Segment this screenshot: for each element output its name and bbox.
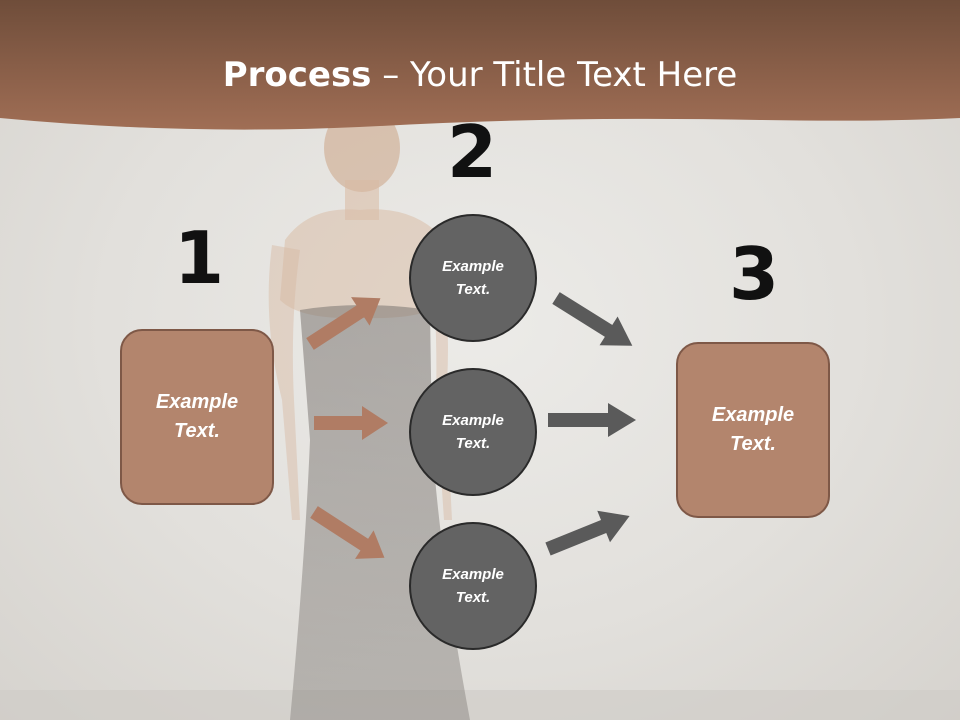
circle-middle-text: Example Text. [442, 412, 504, 452]
step-1-text: Example Text. [155, 391, 239, 442]
title-banner [0, 0, 960, 130]
arrow-to-top-circle [306, 297, 381, 350]
page-title: Process – Your Title Text Here [0, 55, 960, 95]
arrows-right-group [545, 292, 636, 556]
title-rest: – Your Title Text Here [371, 55, 738, 95]
arrow-from-bottom-circle [545, 510, 630, 556]
arrow-from-top-circle [552, 292, 633, 346]
arrow-from-middle-circle [548, 403, 636, 437]
step-number-1: 1 [173, 216, 225, 300]
step-2-circle-top: Example Text. [409, 214, 537, 342]
title-bold: Process [222, 55, 372, 95]
arrows-left-group [306, 297, 388, 559]
step-1-box: Example Text. [120, 329, 274, 505]
step-2-circle-middle: Example Text. [409, 368, 537, 496]
arrow-to-bottom-circle [310, 506, 385, 559]
circle-top-text: Example Text. [442, 258, 504, 298]
arrow-to-middle-circle [314, 406, 388, 440]
step-number-2: 2 [446, 110, 498, 194]
step-3-text: Example Text. [711, 404, 795, 455]
step-2-circle-bottom: Example Text. [409, 522, 537, 650]
step-3-box: Example Text. [676, 342, 830, 518]
step-number-3: 3 [728, 232, 780, 316]
circle-bottom-text: Example Text. [442, 566, 504, 606]
